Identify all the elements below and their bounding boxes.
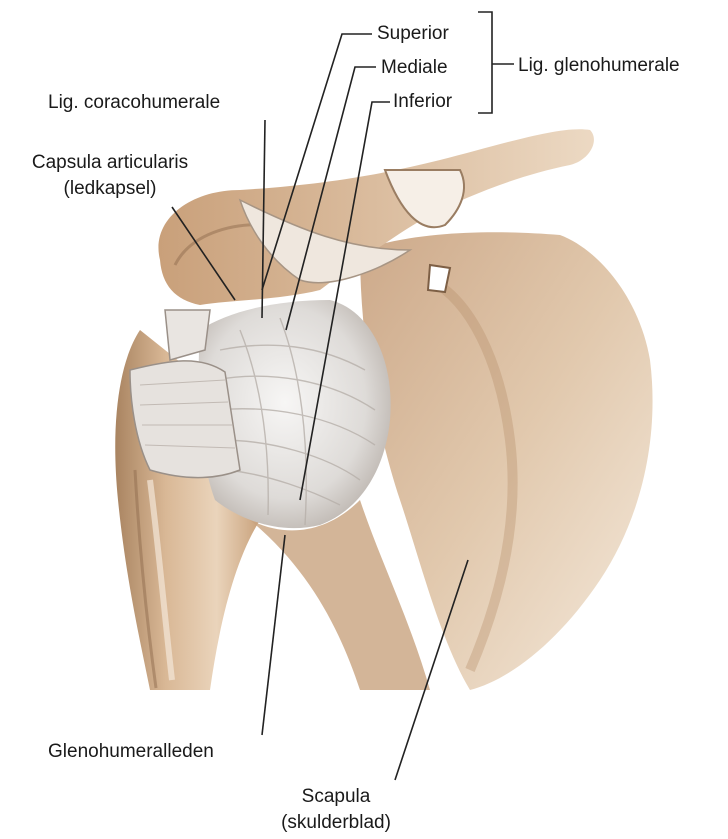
label-glenohumeralleden: Glenohumeralleden <box>48 741 214 763</box>
label-capsula-articularis: Capsula articularis (ledkapsel) <box>10 152 210 200</box>
label-scapula-line1: Scapula <box>236 786 436 808</box>
label-inferior: Inferior <box>393 91 452 113</box>
label-scapula-line2: (skulderblad) <box>236 812 436 834</box>
mediale-leader <box>286 67 376 330</box>
label-capsula-line1: Capsula articularis <box>10 152 210 174</box>
capsula-leader <box>172 207 235 300</box>
label-lig-glenohumerale: Lig. glenohumerale <box>518 55 680 77</box>
label-lig-coracohumerale: Lig. coracohumerale <box>48 92 220 114</box>
label-superior: Superior <box>377 23 449 45</box>
coracohumerale-leader <box>262 120 265 318</box>
superior-leader <box>262 34 372 290</box>
inferior-leader <box>300 102 390 500</box>
glenohumerale-bracket <box>478 12 492 113</box>
label-scapula: Scapula (skulderblad) <box>236 786 436 834</box>
label-capsula-line2: (ledkapsel) <box>10 178 210 200</box>
scapula-leader <box>395 560 468 780</box>
glenohumeralleden-leader <box>262 535 285 735</box>
label-mediale: Mediale <box>381 57 448 79</box>
